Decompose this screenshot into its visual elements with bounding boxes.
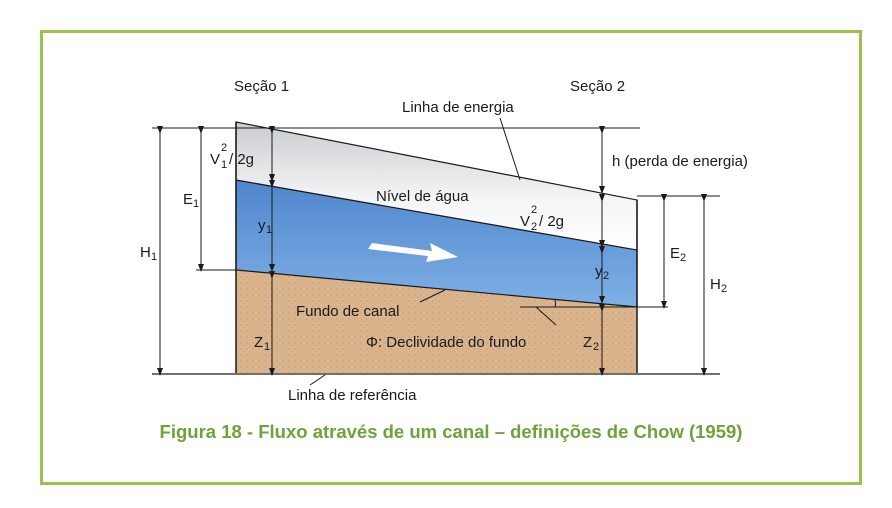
svg-text:1: 1	[193, 198, 199, 210]
section-2-label: Seção 2	[570, 78, 625, 95]
svg-text:V: V	[520, 213, 530, 230]
energy-loss-label: h (perda de energia)	[612, 153, 748, 170]
total-head-2-label: H 2	[710, 276, 727, 295]
total-head-1-label: H 1	[140, 244, 157, 263]
water-level-label: Nível de água	[376, 188, 469, 205]
svg-text:1: 1	[266, 224, 272, 236]
svg-text:2: 2	[531, 204, 537, 216]
specific-energy-1-label: E 1	[183, 191, 199, 210]
section-1-label: Seção 1	[234, 78, 289, 95]
svg-text:/ 2g: / 2g	[229, 151, 254, 168]
svg-text:y: y	[258, 217, 266, 234]
svg-text:H: H	[710, 276, 721, 293]
svg-text:2: 2	[593, 341, 599, 353]
bed-slope-label: Φ: Declividade do fundo	[366, 334, 526, 351]
svg-text:2: 2	[603, 270, 609, 282]
reference-line-label: Linha de referência	[288, 387, 417, 404]
svg-text:2: 2	[221, 142, 227, 154]
svg-text:H: H	[140, 244, 151, 261]
svg-text:E: E	[670, 245, 680, 262]
svg-text:/ 2g: / 2g	[539, 213, 564, 230]
svg-text:1: 1	[151, 251, 157, 263]
svg-text:2: 2	[680, 252, 686, 264]
depth-2-label: y 2	[595, 263, 609, 282]
svg-text:Z: Z	[583, 334, 592, 351]
specific-energy-2-label: E 2	[670, 245, 686, 264]
channel-bed-label: Fundo de canal	[296, 303, 399, 320]
svg-text:1: 1	[264, 341, 270, 353]
depth-1-label: y 1	[258, 217, 272, 236]
velocity-head-1-label: V 1 2 / 2g	[210, 142, 254, 171]
svg-text:V: V	[210, 151, 220, 168]
flow-direction-arrow	[368, 243, 458, 262]
svg-text:2: 2	[531, 221, 537, 233]
svg-text:E: E	[183, 191, 193, 208]
svg-text:1: 1	[221, 159, 227, 171]
figure-caption: Figura 18 - Fluxo através de um canal – …	[159, 421, 743, 442]
svg-text:y: y	[595, 263, 603, 280]
svg-text:2: 2	[721, 283, 727, 295]
energy-line-label: Linha de energia	[402, 99, 514, 116]
elevation-1-label: Z 1	[254, 334, 270, 353]
velocity-head-2-label: V 2 2 / 2g	[520, 204, 564, 233]
channel-bed-soil	[236, 270, 637, 373]
elevation-2-label: Z 2	[583, 334, 599, 353]
svg-text:Z: Z	[254, 334, 263, 351]
